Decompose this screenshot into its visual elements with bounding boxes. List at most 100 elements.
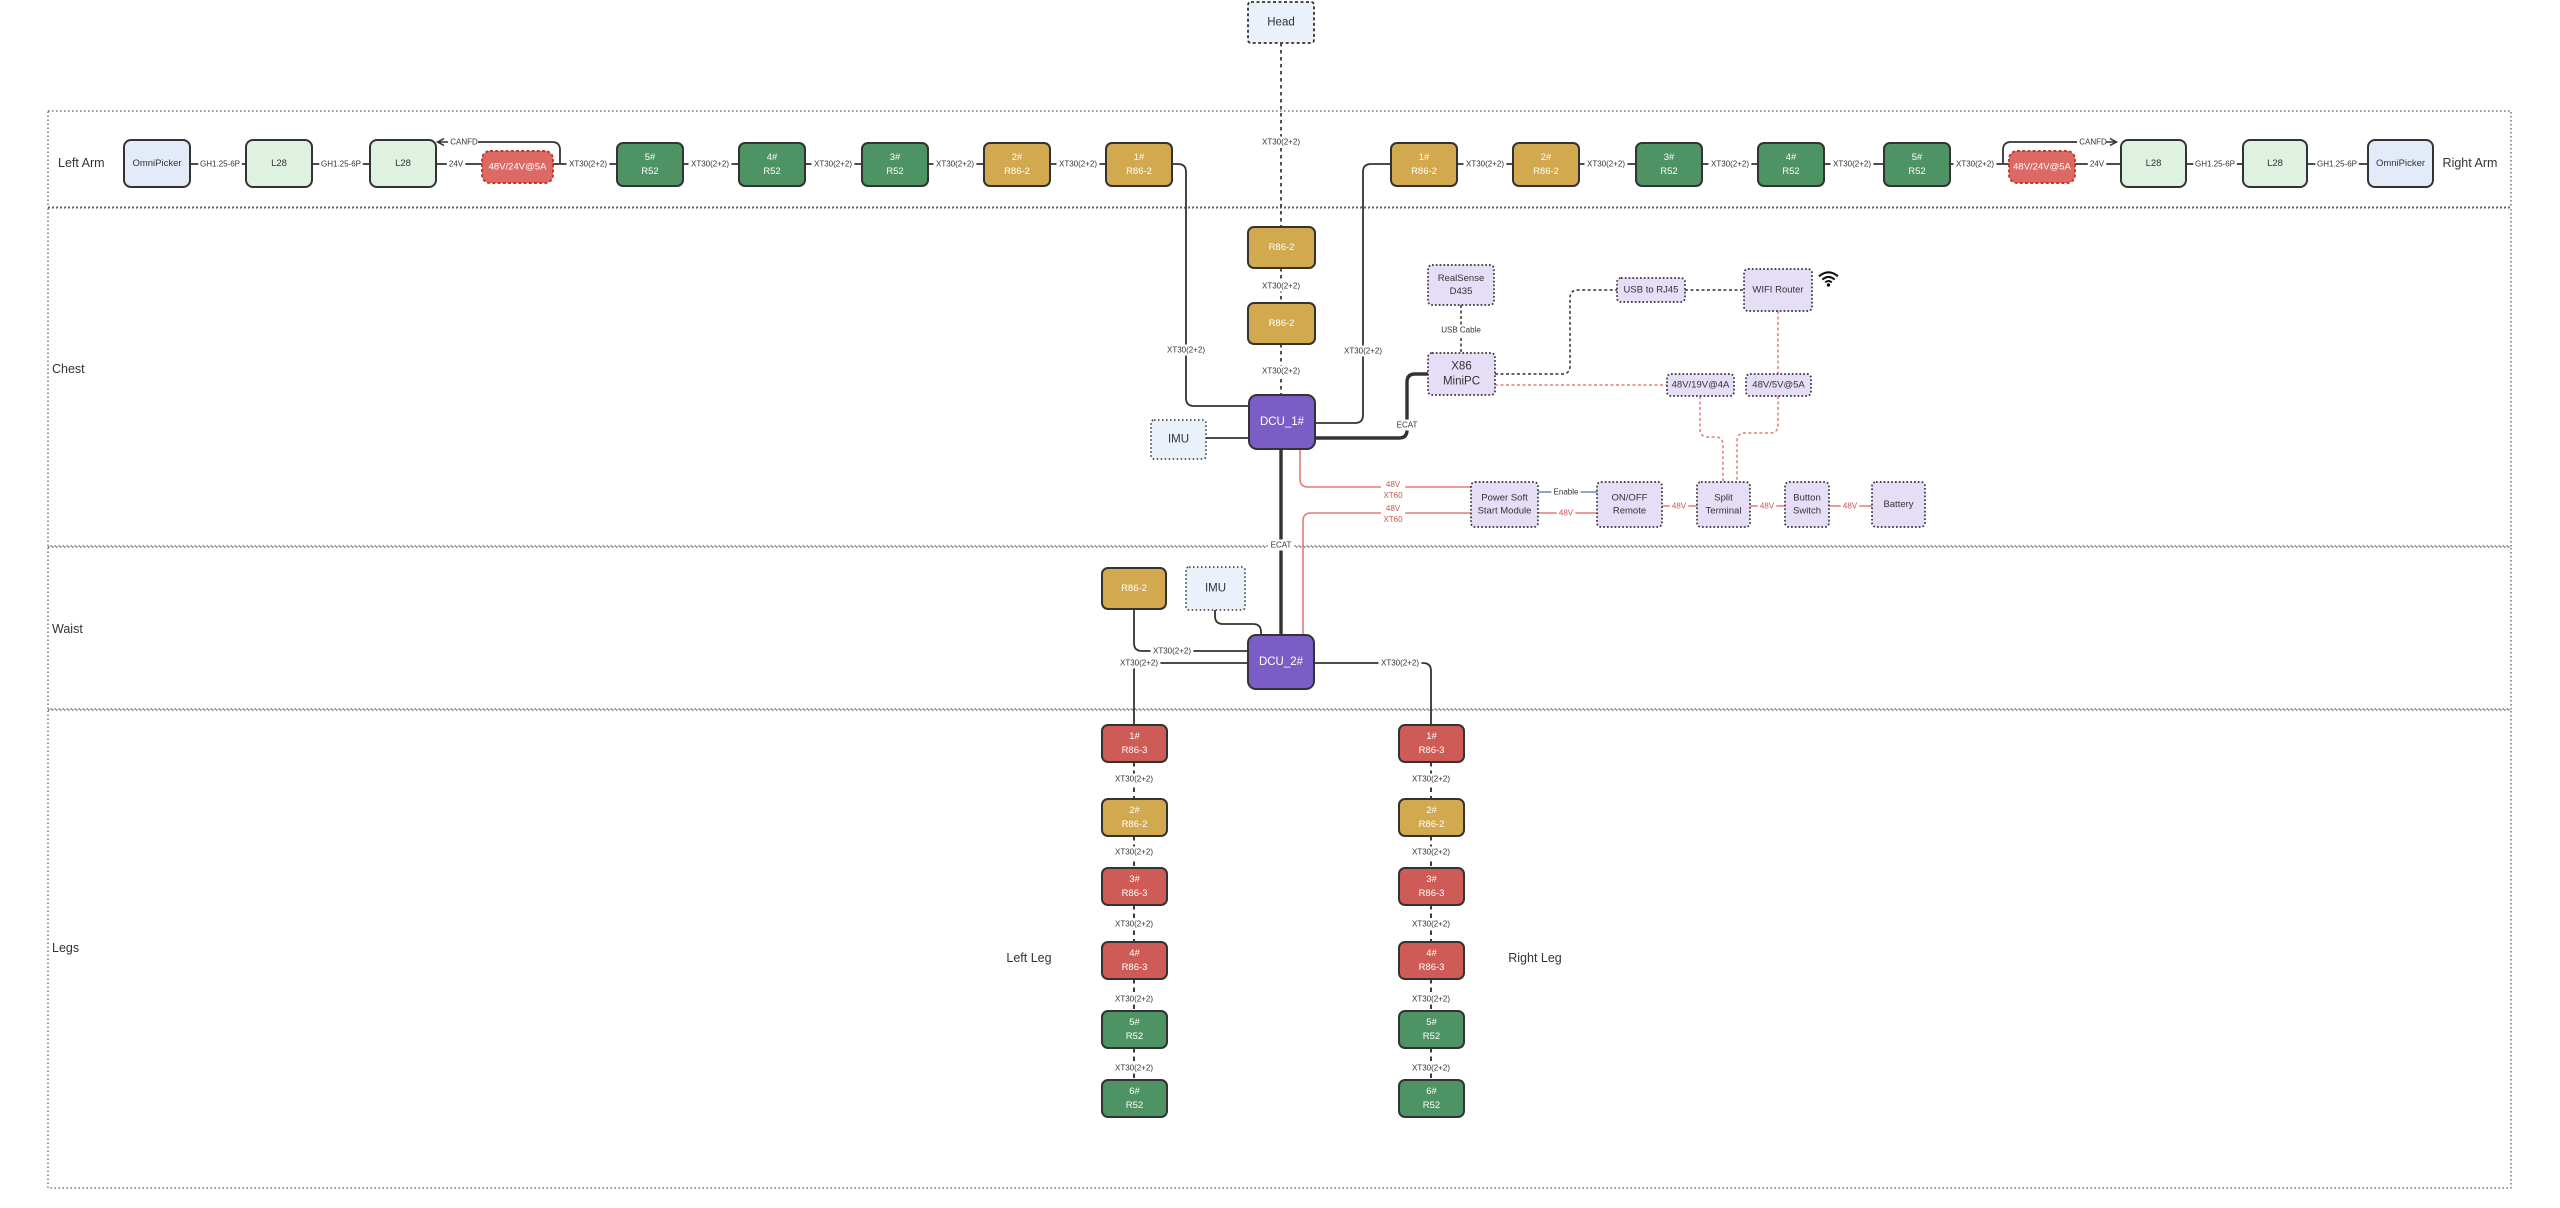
svg-text:1#: 1# [1134,152,1145,163]
svg-text:R86-2: R86-2 [1411,166,1437,177]
svg-text:RealSense: RealSense [1438,273,1484,284]
svg-text:ECAT: ECAT [1271,541,1292,550]
svg-text:XT30(2+2): XT30(2+2) [1153,647,1191,656]
svg-text:XT60: XT60 [1383,491,1403,500]
svg-text:Left Arm: Left Arm [58,156,105,170]
svg-text:USB Cable: USB Cable [1441,326,1481,335]
svg-text:XT30(2+2): XT30(2+2) [814,160,852,169]
svg-text:R86-3: R86-3 [1419,745,1445,756]
svg-text:L28: L28 [395,158,411,169]
svg-text:XT30(2+2): XT30(2+2) [1262,367,1300,376]
svg-text:XT30(2+2): XT30(2+2) [1059,160,1097,169]
svg-text:R52: R52 [1660,166,1677,177]
svg-text:R86-3: R86-3 [1419,962,1445,973]
svg-text:R86-3: R86-3 [1122,962,1148,973]
svg-text:48V/24V@5A: 48V/24V@5A [2013,162,2071,173]
svg-text:XT30(2+2): XT30(2+2) [569,160,607,169]
svg-text:R52: R52 [1126,1100,1143,1111]
svg-text:R52: R52 [1908,166,1925,177]
svg-text:D435: D435 [1450,286,1473,297]
svg-text:XT30(2+2): XT30(2+2) [1262,138,1300,147]
svg-text:R86-3: R86-3 [1419,888,1445,899]
svg-text:X86: X86 [1451,361,1471,373]
svg-text:XT30(2+2): XT30(2+2) [1412,1064,1450,1073]
svg-text:48V/19V@4A: 48V/19V@4A [1672,380,1730,391]
svg-text:Battery: Battery [1883,499,1913,510]
svg-text:R52: R52 [1423,1031,1440,1042]
svg-text:XT30(2+2): XT30(2+2) [1466,160,1504,169]
svg-text:GH1.25-6P: GH1.25-6P [321,160,361,169]
svg-text:1#: 1# [1129,731,1140,742]
svg-text:XT30(2+2): XT30(2+2) [1412,920,1450,929]
svg-text:4#: 4# [1426,948,1437,959]
svg-text:Left Leg: Left Leg [1006,951,1051,965]
svg-text:GH1.25-6P: GH1.25-6P [2195,160,2235,169]
svg-text:48V: 48V [1559,509,1574,518]
svg-text:R52: R52 [1782,166,1799,177]
svg-text:48V: 48V [1843,502,1858,511]
svg-text:5#: 5# [645,152,656,163]
svg-text:2#: 2# [1129,805,1140,816]
svg-text:XT30(2+2): XT30(2+2) [1711,160,1749,169]
svg-text:R86-2: R86-2 [1269,242,1295,253]
svg-text:XT30(2+2): XT30(2+2) [691,160,729,169]
svg-text:4#: 4# [1129,948,1140,959]
svg-text:XT30(2+2): XT30(2+2) [1115,1064,1153,1073]
svg-text:1#: 1# [1426,731,1437,742]
svg-text:XT30(2+2): XT30(2+2) [1115,848,1153,857]
svg-text:WIFI Router: WIFI Router [1752,285,1803,296]
svg-text:R52: R52 [763,166,780,177]
svg-text:XT30(2+2): XT30(2+2) [1412,848,1450,857]
svg-text:R52: R52 [641,166,658,177]
svg-text:DCU_2#: DCU_2# [1259,656,1304,668]
svg-text:48V: 48V [1386,480,1401,489]
svg-text:6#: 6# [1426,1086,1437,1097]
svg-text:Enable: Enable [1554,488,1579,497]
svg-text:XT30(2+2): XT30(2+2) [1115,995,1153,1004]
svg-text:L28: L28 [2146,158,2162,169]
svg-text:R86-3: R86-3 [1122,745,1148,756]
svg-text:Remote: Remote [1613,506,1646,517]
svg-text:3#: 3# [890,152,901,163]
svg-text:5#: 5# [1129,1017,1140,1028]
svg-text:R86-2: R86-2 [1004,166,1030,177]
svg-text:3#: 3# [1129,874,1140,885]
svg-text:XT30(2+2): XT30(2+2) [1381,659,1419,668]
svg-text:5#: 5# [1426,1017,1437,1028]
svg-text:XT30(2+2): XT30(2+2) [1167,346,1205,355]
svg-text:R52: R52 [886,166,903,177]
svg-text:XT30(2+2): XT30(2+2) [1956,160,1994,169]
svg-text:XT30(2+2): XT30(2+2) [1120,659,1158,668]
svg-text:XT30(2+2): XT30(2+2) [1412,995,1450,1004]
svg-text:Start Module: Start Module [1478,506,1532,517]
svg-text:XT30(2+2): XT30(2+2) [1115,775,1153,784]
svg-text:USB to RJ45: USB to RJ45 [1624,285,1679,296]
svg-text:2#: 2# [1541,152,1552,163]
svg-text:R86-2: R86-2 [1126,166,1152,177]
svg-text:XT30(2+2): XT30(2+2) [1412,775,1450,784]
svg-text:48V: 48V [1386,504,1401,513]
svg-text:Waist: Waist [52,622,83,636]
svg-text:R86-2: R86-2 [1122,819,1148,830]
svg-text:IMU: IMU [1205,583,1226,595]
svg-text:4#: 4# [1786,152,1797,163]
svg-text:XT30(2+2): XT30(2+2) [1344,347,1382,356]
svg-text:XT30(2+2): XT30(2+2) [1587,160,1625,169]
svg-text:5#: 5# [1912,152,1923,163]
svg-text:R86-2: R86-2 [1269,318,1295,329]
svg-text:R52: R52 [1423,1100,1440,1111]
svg-text:48V/24V@5A: 48V/24V@5A [489,162,547,173]
svg-text:GH1.25-6P: GH1.25-6P [200,160,240,169]
svg-text:3#: 3# [1426,874,1437,885]
svg-text:GH1.25-6P: GH1.25-6P [2317,160,2357,169]
svg-text:4#: 4# [767,152,778,163]
svg-text:R86-2: R86-2 [1533,166,1559,177]
svg-text:24V: 24V [2090,160,2105,169]
svg-text:XT30(2+2): XT30(2+2) [936,160,974,169]
svg-text:Legs: Legs [52,941,79,955]
svg-text:6#: 6# [1129,1086,1140,1097]
svg-text:Switch: Switch [1793,506,1821,517]
svg-text:XT30(2+2): XT30(2+2) [1115,920,1153,929]
svg-text:XT30(2+2): XT30(2+2) [1262,282,1300,291]
svg-text:2#: 2# [1012,152,1023,163]
